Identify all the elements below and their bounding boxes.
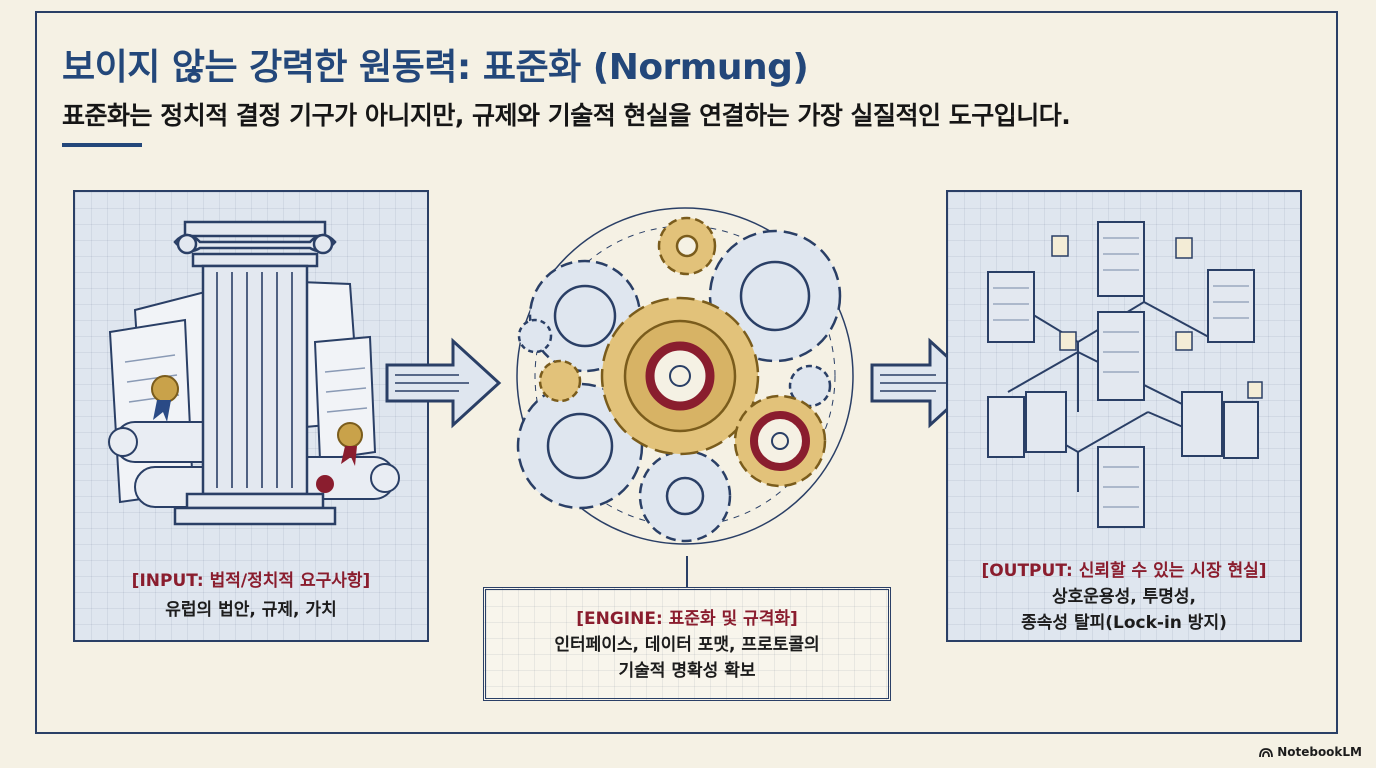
engine-description: 인터페이스, 데이터 포맷, 프로토콜의 기술적 명확성 확보 [486, 632, 888, 684]
input-heading: [INPUT: 법적/정치적 요구사항] [131, 571, 371, 591]
page-title: 보이지 않는 강력한 원동력: 표준화 (Normung) [62, 47, 809, 88]
title-underline [62, 143, 142, 147]
input-description: 유럽의 법안, 규제, 가치 [75, 597, 427, 623]
engine-line: 인터페이스, 데이터 포맷, 프로토콜의 [554, 635, 820, 655]
input-panel: [INPUT: 법적/정치적 요구사항] 유럽의 법안, 규제, 가치 [73, 190, 429, 642]
engine-line: 기술적 명확성 확보 [618, 661, 756, 681]
input-line: 유럽의 법안, 규제, 가치 [165, 600, 337, 620]
classical-column-documents-icon [108, 220, 400, 526]
output-heading: [OUTPUT: 신뢰할 수 있는 시장 현실] [981, 561, 1267, 581]
server-network-icon [987, 221, 1263, 528]
output-description: 상호운용성, 투명성, 종속성 탈피(Lock-in 방지) [948, 584, 1300, 636]
gears-icon [516, 207, 854, 545]
output-line: 상호운용성, 투명성, [1052, 587, 1196, 607]
engine-panel: [ENGINE: 표준화 및 규격화] 인터페이스, 데이터 포맷, 프로토콜의… [483, 587, 891, 701]
engine-heading: [ENGINE: 표준화 및 규격화] [576, 609, 798, 629]
engine-connector-line [686, 556, 688, 588]
output-panel: [OUTPUT: 신뢰할 수 있는 시장 현실] 상호운용성, 투명성, 종속성… [946, 190, 1302, 642]
brand-watermark: NotebookLM [1259, 745, 1362, 759]
notebooklm-logo-icon [1259, 747, 1274, 757]
input-to-engine-arrow [385, 337, 502, 429]
brand-label: NotebookLM [1277, 745, 1362, 759]
output-line: 종속성 탈피(Lock-in 방지) [1021, 613, 1227, 633]
page-subtitle: 표준화는 정치적 결정 기구가 아니지만, 규제와 기술적 현실을 연결하는 가… [62, 101, 1071, 130]
outer-frame [35, 11, 1338, 734]
